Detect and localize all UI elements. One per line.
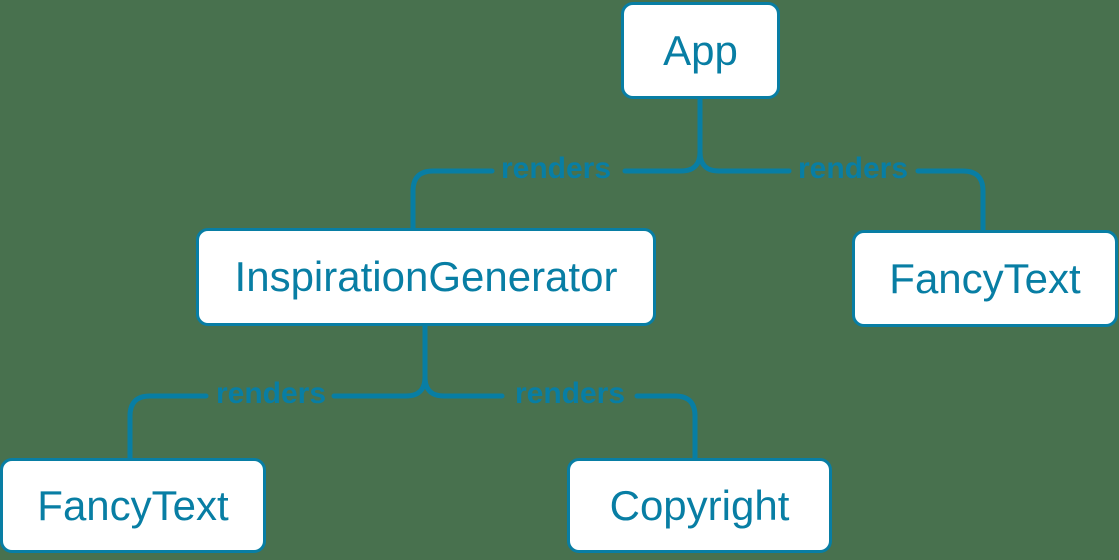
edge-label-app-inspiration: renders — [500, 152, 612, 185]
node-fancy-text-left: FancyText — [0, 458, 266, 553]
edge-inspiration-fancytext-segment-2 — [127, 393, 209, 461]
node-fancy-text-right-label: FancyText — [889, 254, 1081, 302]
node-fancy-text-right: FancyText — [852, 230, 1118, 327]
edge-inspiration-fancytext-segment-1 — [331, 323, 428, 399]
edge-inspiration-copyright-segment-2 — [634, 393, 698, 461]
node-copyright: Copyright — [567, 458, 832, 553]
edge-label-app-fancytext: renders — [797, 152, 909, 185]
node-copyright-label: Copyright — [609, 481, 790, 529]
edge-inspiration-copyright-segment-1 — [422, 374, 505, 399]
node-fancy-text-left-label: FancyText — [37, 481, 229, 529]
node-app: App — [621, 2, 780, 99]
edge-app-inspiration-segment-1 — [622, 97, 703, 174]
node-inspiration-generator-label: InspirationGenerator — [234, 253, 618, 300]
edge-app-fancytext-segment-2 — [915, 168, 986, 233]
node-app-label: App — [663, 26, 738, 74]
edge-app-inspiration-segment-2 — [410, 168, 495, 231]
edge-label-inspiration-fancytext: renders — [215, 377, 327, 410]
edge-label-inspiration-copyright: renders — [514, 377, 626, 410]
node-inspiration-generator: InspirationGenerator — [196, 228, 656, 326]
edge-app-fancytext-segment-1 — [697, 149, 792, 174]
